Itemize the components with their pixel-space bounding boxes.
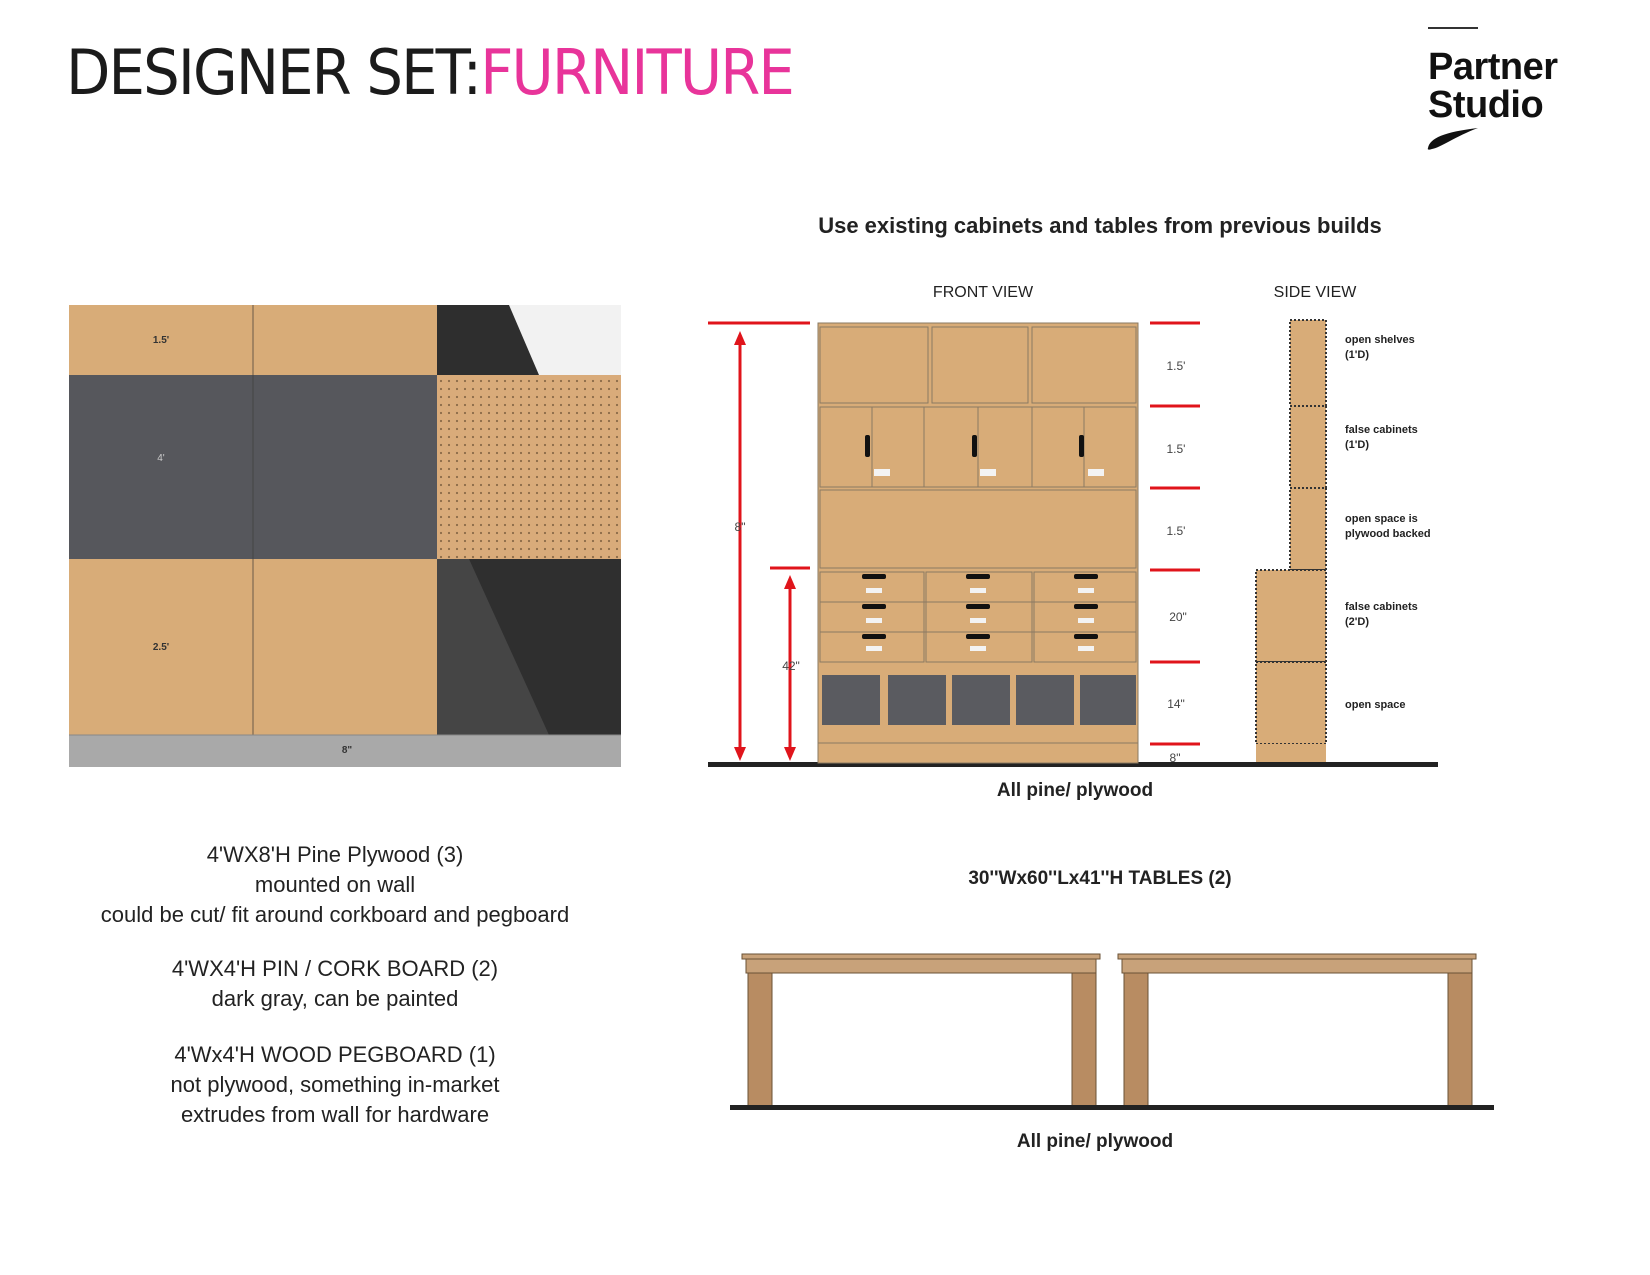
side-note-false-cabinets-1: false cabinets (1'D): [1345, 424, 1418, 451]
section-dim: 14": [1167, 697, 1185, 711]
side-note-open-shelves: open shelves (1'D): [1345, 334, 1415, 361]
side-note-open-space: open space: [1345, 699, 1406, 711]
dim-label-mid: 4': [157, 453, 165, 464]
front-view-label: FRONT VIEW: [932, 284, 1034, 301]
open-space-bins: [822, 675, 1136, 725]
page-title: DESIGNER SET:FURNITURE: [66, 36, 795, 109]
logo-rule: [1428, 27, 1478, 29]
cabinet-side-view: [1255, 319, 1327, 762]
cork-board-note: 4'WX4'H PIN / CORK BOARD (2) dark gray, …: [171, 956, 499, 1011]
dim-label-top: 1.5': [153, 335, 169, 346]
baseboard: [69, 735, 621, 767]
section-dim: 1.5': [1167, 524, 1186, 538]
cabinet-drawing: 8" 42": [708, 319, 1438, 767]
partner-studio-logo: Partner Studio: [1428, 46, 1558, 126]
plywood-top-right: [253, 305, 437, 375]
plywood-bottom-right: [253, 559, 437, 735]
dim-label-bottom: 2.5': [153, 642, 169, 653]
height-dimension-8ft: [708, 321, 810, 761]
tables-drawing: [730, 953, 1494, 1110]
plywood-top-left: [69, 305, 253, 375]
section-dim: 20": [1169, 610, 1187, 624]
section-dim: 1.5': [1167, 442, 1186, 456]
side-note-false-cabinets-2: false cabinets (2'D): [1345, 601, 1418, 628]
section-dim: 1.5': [1167, 359, 1186, 373]
tables-material-label: All pine/ plywood: [1016, 1131, 1174, 1152]
counter-height-label: 42": [782, 659, 800, 673]
plywood-bottom-left: [69, 559, 253, 735]
upper-cabinet-doors: [819, 406, 1137, 488]
pegboard-note: 4'Wx4'H WOOD PEGBOARD (1) not plywood, s…: [170, 1042, 500, 1127]
side-view-label: SIDE VIEW: [1273, 284, 1357, 301]
wall-elevation: 1.5' 4' 2.5' 8": [69, 305, 621, 767]
overall-height-label: 8": [735, 520, 746, 534]
floor-line: [708, 762, 1438, 767]
tables-heading: 30''Wx60''Lx41''H TABLES (2): [968, 868, 1232, 889]
pegboard: [437, 375, 621, 559]
swoosh-icon: [1427, 128, 1478, 150]
plywood-note: 4'WX8'H Pine Plywood (3) mounted on wall…: [100, 842, 570, 927]
section-dim: 8": [1170, 751, 1181, 765]
table-floor-line: [730, 1105, 1494, 1110]
drawer-bank: [819, 571, 1137, 663]
section-dimension-marks: [1150, 321, 1200, 746]
table-left: [741, 953, 1101, 1107]
cabinet-material-label: All pine/ plywood: [996, 780, 1154, 801]
table-right: [1117, 953, 1477, 1107]
cork-board-right: [253, 375, 437, 559]
cork-board-left: [69, 375, 253, 559]
side-note-open-space-backed: open space is plywood backed: [1345, 513, 1431, 540]
height-dimension-42in: [770, 566, 810, 761]
dim-label-base: 8": [342, 745, 353, 756]
cabinet-heading: Use existing cabinets and tables from pr…: [818, 213, 1382, 238]
